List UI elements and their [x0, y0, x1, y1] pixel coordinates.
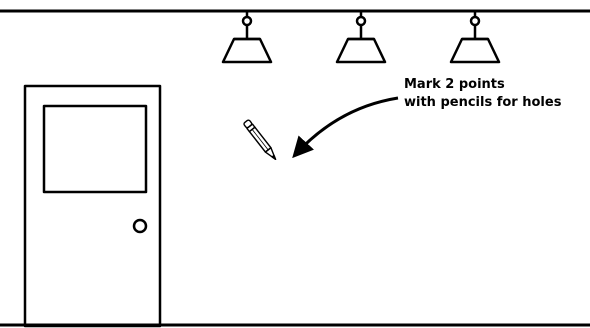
- door-window: [44, 106, 146, 192]
- pendant-lamp-icon: [223, 11, 271, 62]
- instruction-callout: Mark 2 points with pencils for holes: [404, 76, 586, 112]
- instruction-line-2: with pencils for holes: [404, 94, 586, 112]
- curved-arrow-icon: [295, 98, 398, 155]
- pendant-lamp-icon: [337, 11, 385, 62]
- pencil-icon: [243, 119, 278, 161]
- door-knob: [134, 220, 146, 232]
- instruction-line-1: Mark 2 points: [404, 76, 586, 94]
- pendant-lamp-icon: [451, 11, 499, 62]
- door: [25, 86, 160, 326]
